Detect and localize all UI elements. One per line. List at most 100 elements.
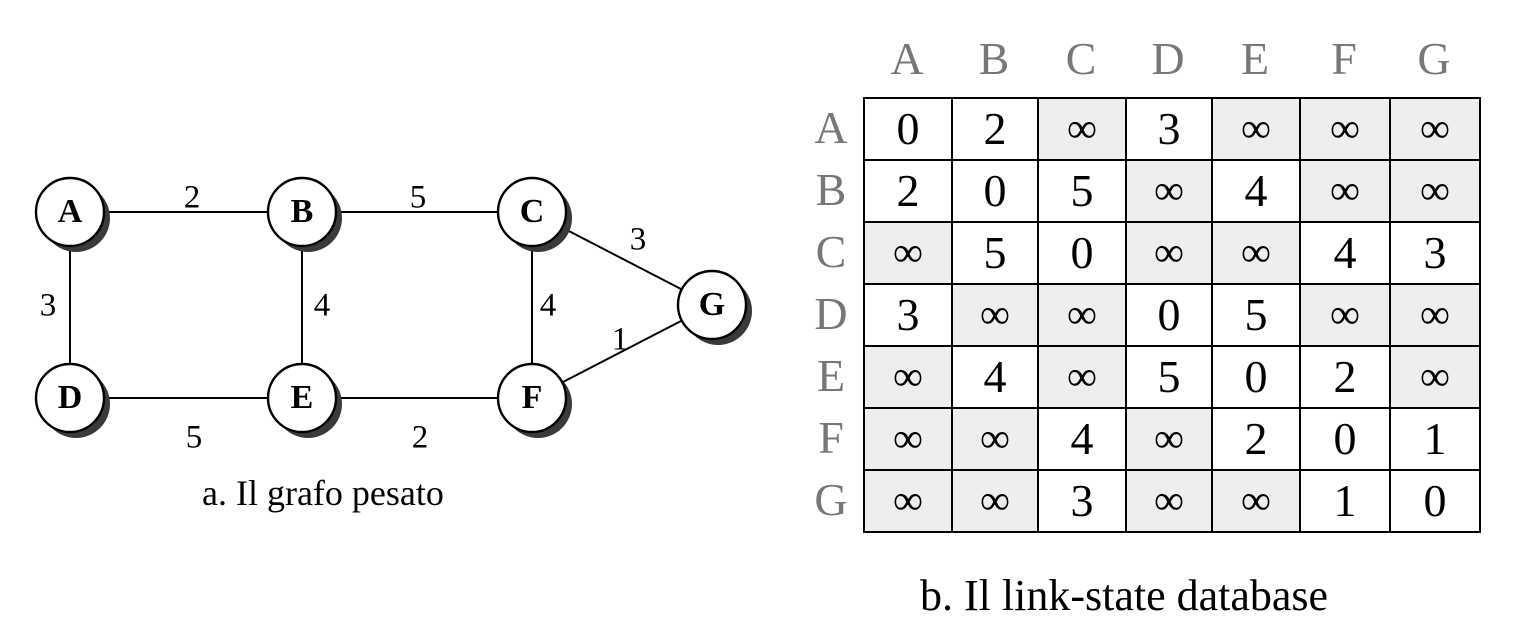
node-c: C (496, 176, 572, 252)
database-caption: b. Il link-state database (920, 571, 1329, 620)
table-cell: ∞ (1389, 159, 1481, 223)
table-cell: 1 (1389, 407, 1481, 471)
table-cell: ∞ (1389, 345, 1481, 409)
node-d: D (34, 362, 110, 438)
table-cell: ∞ (1037, 283, 1127, 347)
node-circle (34, 176, 106, 248)
table-cell: 4 (1211, 159, 1301, 223)
table-cell: 5 (1125, 345, 1213, 409)
column-header-a: A (890, 33, 924, 84)
table-cell: ∞ (863, 469, 953, 533)
table-cell: ∞ (863, 345, 953, 409)
table-cell: ∞ (951, 469, 1039, 533)
edge-weight-d-e: 5 (186, 420, 203, 456)
edge-weight-c-f: 4 (540, 288, 557, 324)
node-label: C (520, 193, 545, 230)
edge-weight-c-g: 3 (630, 222, 647, 258)
table-cell: ∞ (1125, 469, 1213, 533)
table-cell: ∞ (1299, 283, 1391, 347)
table-cell: 3 (1389, 221, 1481, 285)
row-header-a: A (814, 102, 848, 153)
edge-weight-e-f: 2 (412, 420, 429, 456)
table-cell: ∞ (1211, 221, 1301, 285)
column-header-b: B (978, 33, 1010, 84)
edge-weight-a-b: 2 (184, 180, 201, 216)
node-label: E (291, 379, 314, 416)
edge-weight-a-d: 3 (40, 288, 57, 324)
table-cell: ∞ (951, 407, 1039, 471)
table-cell: ∞ (1211, 97, 1301, 161)
column-header-d: D (1151, 33, 1185, 84)
row-header-g: G (814, 474, 848, 525)
graph-nodes: A B C D E F G (34, 176, 752, 438)
row-header-f: F (818, 412, 844, 463)
row-header-b: B (815, 164, 847, 215)
table-cell: 0 (1125, 283, 1213, 347)
row-header-c: C (815, 226, 847, 277)
table-cell: ∞ (1299, 97, 1391, 161)
node-label: G (699, 286, 725, 323)
node-g: G (676, 269, 752, 345)
node-f: F (496, 362, 572, 438)
edge-weight-b-c: 5 (410, 180, 427, 216)
table-cell: 3 (1037, 469, 1127, 533)
table-cell: ∞ (1125, 221, 1213, 285)
node-label: B (291, 193, 314, 230)
table-cell: ∞ (1389, 283, 1481, 347)
node-e: E (266, 362, 342, 438)
table-cell: 2 (863, 159, 953, 223)
table-cell: 4 (951, 345, 1039, 409)
table-cell: ∞ (1125, 159, 1213, 223)
table-cell: 2 (1211, 407, 1301, 471)
table-cell: 3 (863, 283, 953, 347)
node-label: A (58, 193, 83, 230)
table-cell: 4 (1299, 221, 1391, 285)
table-cell: ∞ (1299, 159, 1391, 223)
node-circle (266, 362, 338, 434)
column-header-f: F (1331, 33, 1357, 84)
table-cell: ∞ (1037, 345, 1127, 409)
table-cell: ∞ (1037, 97, 1127, 161)
row-header-d: D (814, 288, 848, 339)
node-circle (496, 176, 568, 248)
node-circle (496, 362, 568, 434)
table-cell: 3 (1125, 97, 1213, 161)
table-cell: 0 (1211, 345, 1301, 409)
column-header-c: C (1065, 33, 1097, 84)
node-circle (266, 176, 338, 248)
table-cell: 1 (1299, 469, 1391, 533)
table-cell: ∞ (1389, 97, 1481, 161)
node-a: A (34, 176, 110, 252)
graph-edges (69, 211, 713, 399)
node-circle (676, 269, 748, 341)
table-cell: ∞ (1211, 469, 1301, 533)
table-cell: ∞ (863, 407, 953, 471)
node-circle (34, 362, 106, 434)
table-cell: 0 (1037, 221, 1127, 285)
table-cell: ∞ (951, 283, 1039, 347)
table-cell: 5 (1211, 283, 1301, 347)
table-cell: 5 (951, 221, 1039, 285)
graph-caption: a. Il grafo pesato (202, 473, 444, 513)
table-cell: 0 (1299, 407, 1391, 471)
table-cell: 0 (951, 159, 1039, 223)
table-cell: 0 (1389, 469, 1481, 533)
table-cell: 0 (863, 97, 953, 161)
column-header-e: E (1240, 33, 1270, 84)
table-cell: 4 (1037, 407, 1127, 471)
table-cell: 5 (1037, 159, 1127, 223)
edge-weight-b-e: 4 (314, 288, 331, 324)
row-header-e: E (816, 350, 846, 401)
node-label: D (58, 379, 83, 416)
table-cell: 2 (1299, 345, 1391, 409)
column-header-g: G (1417, 33, 1451, 84)
node-label: F (522, 379, 543, 416)
